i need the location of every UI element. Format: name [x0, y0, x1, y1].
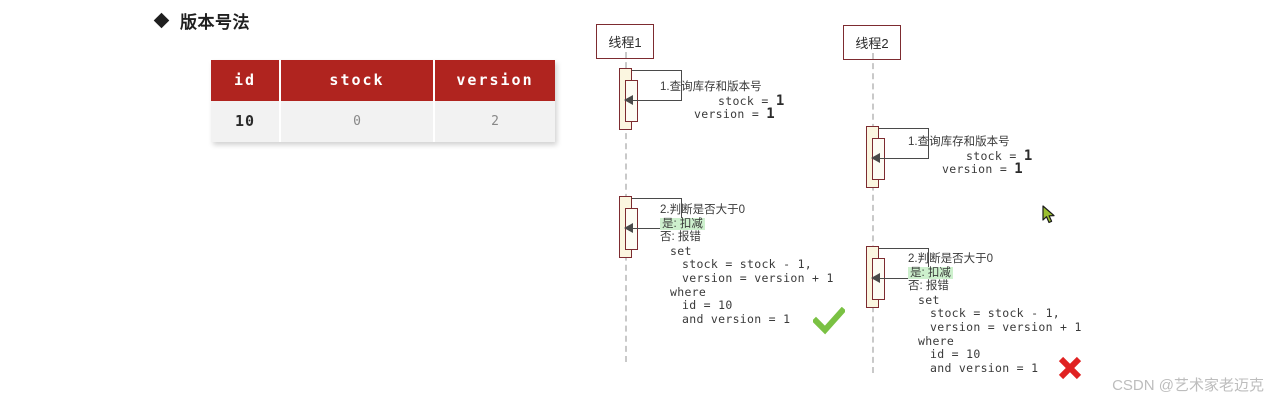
page-title: 版本号法 — [153, 8, 250, 33]
cell-version: 2 — [434, 101, 555, 142]
arrowhead-icon — [624, 223, 633, 233]
sql-line: set — [670, 243, 692, 258]
cell-stock: 0 — [280, 101, 435, 142]
green-check-icon — [813, 307, 845, 335]
step-yes-branch: 是: 扣减 — [908, 266, 953, 279]
column-header-stock: stock — [280, 60, 435, 101]
sql-line: and version = 1 — [930, 360, 1039, 375]
self-message-arrow-1a — [624, 70, 682, 105]
sql-line: stock = stock - 1, — [930, 306, 1061, 321]
sql-statement: set stock = stock - 1, version = version… — [908, 292, 1082, 376]
sql-line: version = version + 1 — [682, 270, 834, 285]
sql-statement: set stock = stock - 1, version = version… — [660, 243, 834, 327]
lifeline-2 — [872, 53, 874, 373]
step-value-version: version = 1 — [694, 106, 775, 123]
step-value-version: version = 1 — [942, 161, 1023, 178]
message-block-2-step2: 2.判断是否大于0 是: 扣减 否: 报错 set stock = stock … — [908, 253, 1082, 375]
sql-line: version = version + 1 — [930, 319, 1082, 334]
mouse-pointer-icon — [1042, 205, 1056, 229]
table-header-row: id stock version — [211, 60, 555, 101]
step-headline: 2.判断是否大于0 — [660, 204, 745, 216]
page-title-text: 版本号法 — [180, 13, 250, 32]
sql-line: id = 10 — [682, 298, 733, 313]
sql-line: id = 10 — [930, 347, 981, 362]
step-yes-branch: 是: 扣减 — [660, 217, 705, 230]
sql-line: where — [670, 284, 707, 299]
cell-id: 10 — [211, 101, 281, 142]
message-block-1-step1: 1.查询库存和版本号 stock = 1 version = 1 — [660, 81, 785, 122]
step-headline: 1.查询库存和版本号 — [660, 81, 762, 93]
arrowhead-icon — [624, 95, 633, 105]
step-value-stock: stock = 1 — [718, 92, 785, 109]
sql-line: set — [918, 292, 940, 307]
self-message-arrow-2b — [871, 248, 929, 283]
red-cross-icon — [1057, 355, 1083, 381]
stock-version-table: id stock version 10 0 2 — [211, 60, 555, 142]
sql-line: stock = stock - 1, — [682, 257, 813, 272]
arrowhead-icon — [871, 273, 880, 283]
message-block-2-step1: 1.查询库存和版本号 stock = 1 version = 1 — [908, 136, 1033, 177]
column-header-version: version — [434, 60, 555, 101]
watermark: CSDN @艺术家老迈克 — [1112, 377, 1264, 394]
self-message-arrow-2a — [871, 128, 929, 163]
step-no-branch: 否: 报错 — [660, 231, 701, 244]
step-no-branch: 否: 报错 — [908, 280, 949, 293]
column-header-id: id — [211, 60, 281, 101]
sql-line: where — [918, 333, 955, 348]
sql-line: and version = 1 — [682, 311, 791, 326]
message-block-1-step2: 2.判断是否大于0 是: 扣减 否: 报错 set stock = stock … — [660, 204, 834, 326]
table-row: 10 0 2 — [211, 101, 555, 142]
self-message-arrow-1b — [624, 198, 682, 233]
arrowhead-icon — [871, 153, 880, 163]
step-value-stock: stock = 1 — [966, 147, 1033, 164]
step-headline: 1.查询库存和版本号 — [908, 136, 1010, 148]
step-headline: 2.判断是否大于0 — [908, 253, 993, 265]
